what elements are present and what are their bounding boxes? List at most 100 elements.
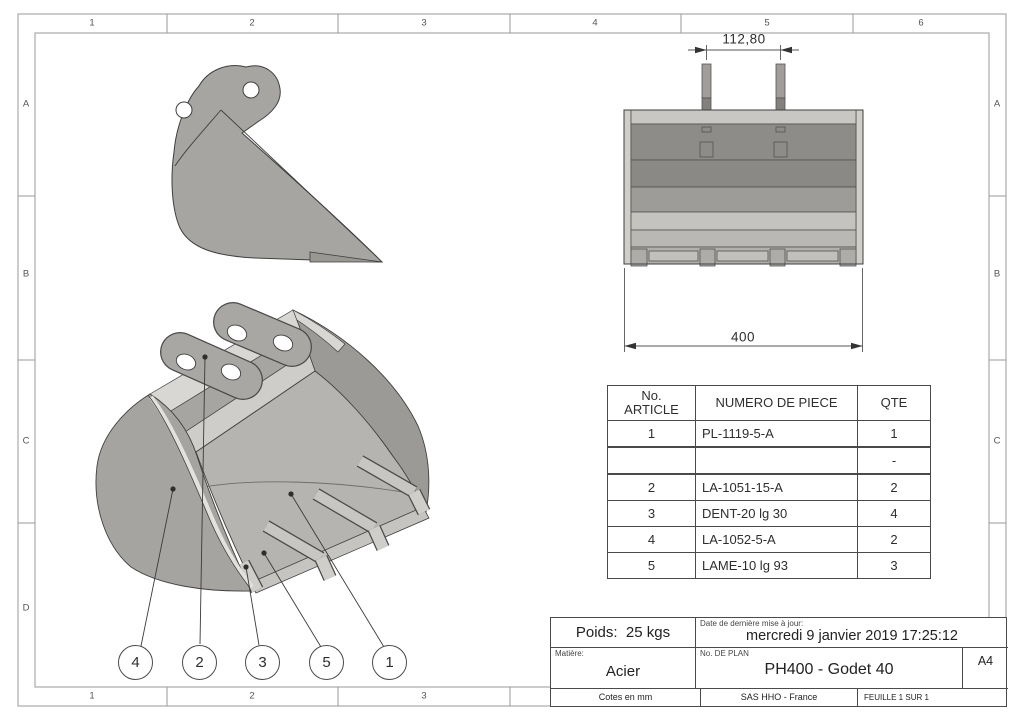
ear-hole	[175, 353, 197, 371]
zone-label-top-6: 6	[918, 17, 924, 29]
bom-cell-piece	[695, 446, 858, 475]
bom-header-row: No. ARTICLE NUMERO DE PIECE QTE	[607, 385, 931, 421]
zone-label-left-d: D	[22, 602, 30, 614]
left-edge-strip	[623, 109, 632, 265]
material-value: Acier	[605, 663, 641, 680]
sheet-note: FEUILLE 1 SUR 1	[864, 693, 929, 702]
zone-label-right-b: B	[993, 268, 1001, 280]
balloon-number: 2	[195, 654, 204, 671]
bom-header-piece: NUMERO DE PIECE	[695, 385, 858, 421]
bom-cell-article	[607, 446, 696, 475]
material-label: Matière:	[555, 649, 584, 658]
weight-value: 25 kgs	[625, 624, 671, 641]
balloon-item-4: 4	[118, 645, 153, 680]
units-note: Cotes en mm	[598, 692, 653, 702]
bom-row: 1 PL-1119-5-A 1	[607, 420, 931, 448]
shell-band-2	[630, 186, 857, 213]
zone-label-bottom-2: 2	[249, 690, 255, 702]
bom-header-article-line2: ARTICLE	[624, 402, 679, 417]
title-block: Poids: 25 kgs Date de dernière mise à jo…	[550, 617, 1008, 707]
sheet-format-cell: A4	[963, 648, 1008, 689]
pin-hole	[175, 101, 193, 119]
zone-label-left-a: A	[22, 98, 30, 110]
bom-header-article-line1: No.	[641, 387, 662, 403]
ear-hole	[226, 324, 248, 342]
ear-hole	[220, 363, 242, 381]
bom-cell-piece: PL-1119-5-A	[695, 420, 858, 448]
units-cell: Cotes en mm	[551, 689, 701, 706]
mounting-ears	[160, 302, 312, 400]
zone-label-bottom-1: 1	[89, 690, 95, 702]
bom-header-article: No. ARTICLE	[607, 385, 696, 421]
bom-cell-qty: 2	[857, 526, 931, 553]
date-label: Date de dernière mise à jour:	[700, 619, 804, 628]
lug-slots	[699, 126, 788, 158]
zone-label-top-1: 1	[89, 17, 95, 29]
top-edge-strip	[290, 309, 346, 353]
bom-table: No. ARTICLE NUMERO DE PIECE QTE 1 PL-111…	[607, 385, 931, 579]
bom-cell-piece: LAME-10 lg 93	[695, 552, 858, 579]
company-cell: SAS HHO - France	[701, 689, 858, 706]
dim-arrow	[695, 46, 707, 54]
bom-cell-qty: 2	[857, 473, 931, 501]
bom-cell-qty: 4	[857, 500, 931, 527]
bom-cell-qty: -	[857, 446, 931, 475]
dimension-lug-spacing: 112,80	[722, 31, 766, 47]
zone-label-top-5: 5	[764, 17, 770, 29]
sheet-note-cell: FEUILLE 1 SUR 1	[858, 689, 1008, 706]
floor-seam-line	[192, 481, 416, 495]
side-plate-edge-line	[147, 394, 251, 589]
bom-row: 3 DENT-20 lg 30 4	[607, 500, 931, 527]
front-view	[623, 63, 864, 267]
side-profile-view	[171, 65, 384, 263]
zone-label-top-4: 4	[592, 17, 598, 29]
dim-arrow	[780, 46, 792, 54]
cutting-edge-profile	[309, 251, 383, 263]
top-plate-band	[630, 109, 857, 125]
bom-row: 5 LAME-10 lg 93 3	[607, 552, 931, 579]
balloon-number: 4	[131, 654, 140, 671]
balloon-item-3: 3	[245, 645, 280, 680]
side-fold-line	[174, 109, 222, 167]
balloon-item-5: 5	[309, 645, 344, 680]
bom-cell-piece: LA-1052-5-A	[695, 526, 858, 553]
date-cell: Date de dernière mise à jour: mercredi 9…	[696, 618, 1008, 648]
ear-hole	[272, 334, 294, 352]
company-name: SAS HHO - France	[740, 692, 818, 702]
bom-row: 2 LA-1051-15-A 2	[607, 473, 931, 501]
balloon-item-2: 2	[182, 645, 217, 680]
bom-cell-article: 5	[607, 552, 696, 579]
balloon-number: 5	[322, 654, 331, 671]
bom-row: -	[607, 446, 931, 475]
sheet-format-value: A4	[977, 654, 994, 668]
bom-cell-piece: LA-1051-15-A	[695, 473, 858, 501]
zone-label-left-b: B	[22, 268, 30, 280]
date-value: mercredi 9 janvier 2019 17:25:12	[746, 628, 958, 644]
shell-band-1	[630, 159, 857, 188]
dim-arrow	[851, 342, 863, 350]
zone-label-top-3: 3	[421, 17, 427, 29]
sheet-frame	[17, 13, 1007, 707]
weight-cell: Poids: 25 kgs	[551, 618, 696, 648]
zone-label-bottom-3: 3	[421, 690, 427, 702]
bom-cell-piece: DENT-20 lg 30	[695, 500, 858, 527]
back-edge-line	[220, 109, 378, 258]
right-edge-strip	[855, 109, 864, 265]
zone-label-right-a: A	[993, 98, 1001, 110]
side-plate-edge	[149, 395, 254, 589]
left-side-plate	[95, 393, 252, 592]
zone-label-top-2: 2	[249, 17, 255, 29]
zone-label-right-c: C	[993, 435, 1001, 447]
bom-header-qty: QTE	[857, 385, 931, 421]
back-plate-band	[630, 123, 857, 161]
balloon-number: 3	[258, 654, 267, 671]
shell-band-4	[630, 229, 857, 248]
plan-number-cell: No. DE PLAN PH400 - Godet 40	[696, 648, 963, 689]
pin-hole	[242, 81, 260, 99]
shell-band-3	[630, 211, 857, 231]
bom-row: 4 LA-1052-5-A 2	[607, 526, 931, 553]
bom-cell-qty: 1	[857, 420, 931, 448]
bom-cell-article: 1	[607, 420, 696, 448]
plan-value: PH400 - Godet 40	[764, 661, 894, 678]
